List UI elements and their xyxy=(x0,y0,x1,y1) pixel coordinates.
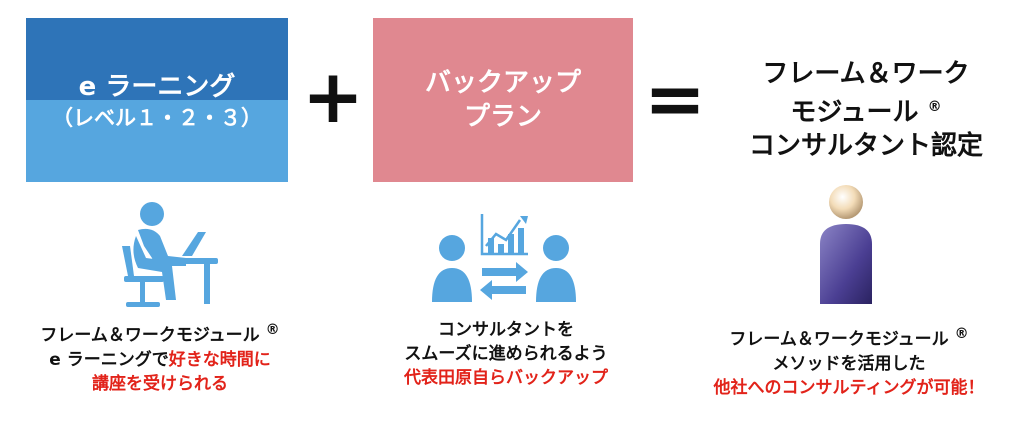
person-icon xyxy=(820,185,872,304)
plus-sign: + xyxy=(301,54,364,140)
caption3-line1: フレーム＆ワークモジュール xyxy=(729,329,949,350)
result-line2: モジュール xyxy=(790,97,919,128)
result-line3: コンサルタント認定 xyxy=(748,130,983,161)
registered-mark: ® xyxy=(927,99,942,115)
people-exchange-chart-icon xyxy=(432,214,576,302)
caption2-line1: コンサルタントを xyxy=(438,320,574,340)
certification-result: フレーム＆ワーク モジュール ® コンサルタント認定 xyxy=(716,58,1016,163)
caption1-line2-black: e ラーニングで xyxy=(49,349,169,370)
elearning-levels: （レベル１・２・３） xyxy=(52,106,262,130)
desk-laptop-icon xyxy=(122,202,218,307)
result-line2-wrap: モジュール ® xyxy=(716,91,1016,130)
caption-consultant: フレーム＆ワークモジュール ® メソッドを活用した 他社へのコンサルティングが可… xyxy=(684,322,1014,400)
caption1-line2-wrap: e ラーニングで好きな時間に xyxy=(10,348,310,372)
caption3-line3: 他社へのコンサルティングが可能！ xyxy=(713,377,985,398)
backup-plan-box: バックアップ プラン xyxy=(373,18,633,182)
caption1-line3: 講座を受けられる xyxy=(92,373,228,394)
backup-plan-title-line2: プラン xyxy=(463,102,542,132)
caption-elearning: フレーム＆ワークモジュール ® e ラーニングで好きな時間に 講座を受けられる xyxy=(10,318,310,396)
elearning-title: e ラーニング xyxy=(78,72,236,102)
caption3-reg: ® xyxy=(954,326,969,342)
caption2-line3: 代表田原自らバックアップ xyxy=(404,368,608,388)
equals-sign: = xyxy=(643,56,706,142)
caption1-line1-wrap: フレーム＆ワークモジュール ® xyxy=(10,318,310,348)
backup-plan-title-line1: バックアップ xyxy=(424,68,581,98)
caption3-line1-wrap: フレーム＆ワークモジュール ® xyxy=(684,322,1014,352)
elearning-box: e ラーニング （レベル１・２・３） xyxy=(26,18,288,182)
caption1-reg: ® xyxy=(265,322,280,338)
caption2-line2: スムーズに進められるよう xyxy=(404,344,608,364)
caption3-line2: メソッドを活用した xyxy=(772,353,926,374)
caption1-line1: フレーム＆ワークモジュール xyxy=(40,325,260,346)
caption-backup: コンサルタントを スムーズに進められるよう 代表田原自らバックアップ xyxy=(356,318,656,390)
caption1-line2-red: 好きな時間に xyxy=(168,349,271,370)
result-line1: フレーム＆ワーク xyxy=(762,59,970,89)
